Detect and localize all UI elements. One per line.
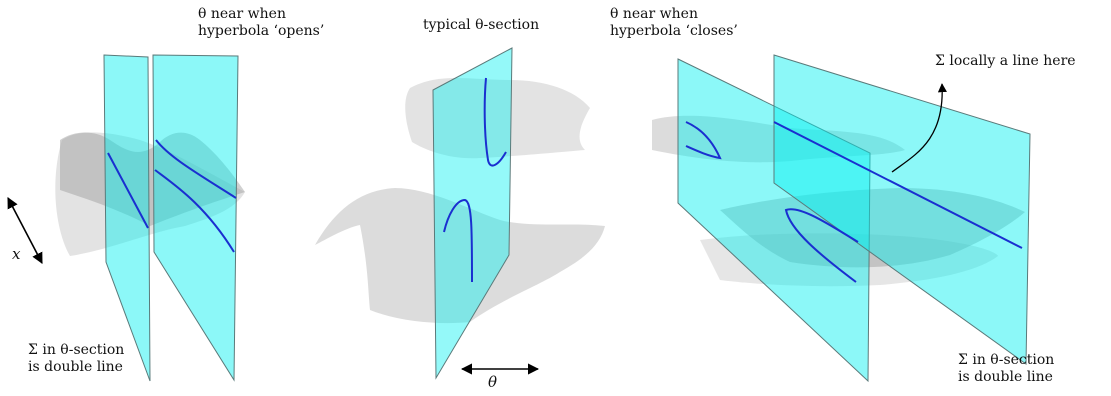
right-plane-back [773, 54, 1031, 365]
label-x-axis: x [12, 245, 21, 263]
label-theta-opens-line2: hyperbola ‘opens’ [198, 23, 325, 39]
middle-lower-curve [443, 198, 473, 283]
label-right-double-line: Σ in θ-section is double line [958, 352, 1054, 386]
middle-upper-curve [483, 77, 507, 167]
left-curve-b [155, 139, 237, 199]
right-plane-front [677, 58, 871, 383]
right-panel [652, 54, 1031, 383]
middle-upper-surface [405, 78, 590, 159]
label-theta-opens-line1: θ near when [198, 6, 286, 22]
middle-plane [432, 47, 513, 380]
label-left-double-line1: Σ in θ-section [28, 342, 125, 358]
label-theta-closes-line2: hyperbola ‘closes’ [610, 23, 738, 39]
label-theta-closes: θ near when hyperbola ‘closes’ [610, 6, 738, 40]
label-theta-closes-line1: θ near when [610, 6, 698, 22]
left-surface-shadow [55, 132, 245, 256]
right-front-curve-a [685, 121, 722, 160]
left-curve-c [154, 169, 235, 253]
label-left-double-line2: is double line [28, 359, 123, 375]
label-right-double-line1: Σ in θ-section [958, 352, 1055, 368]
right-mid-surface [720, 188, 1025, 268]
left-surface-fold [60, 132, 245, 226]
left-plane-1 [103, 54, 151, 382]
right-front-curve-b [784, 208, 859, 283]
label-right-double-line2: is double line [958, 369, 1053, 385]
label-typical-section: typical θ-section [423, 17, 540, 33]
left-curve-a [107, 152, 149, 229]
right-lower-surface [700, 233, 998, 287]
label-theta-opens: θ near when hyperbola ‘opens’ [198, 6, 324, 40]
label-left-double-line: Σ in θ-section is double line [28, 342, 124, 376]
left-plane-2 [152, 54, 239, 382]
label-theta-axis: θ [488, 373, 498, 391]
right-sigma-line [773, 121, 1023, 249]
middle-lower-surface [315, 188, 605, 324]
label-sigma-locally-line: Σ locally a line here [935, 53, 1076, 69]
left-panel [7, 54, 245, 382]
sigma-annotation-arrow [891, 83, 947, 173]
middle-panel [315, 47, 605, 380]
x-axis-arrow [7, 197, 43, 264]
